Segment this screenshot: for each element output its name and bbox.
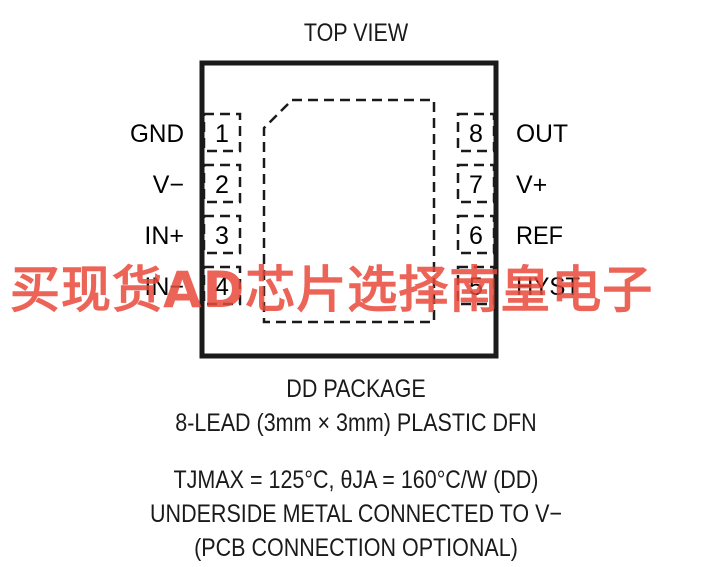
pin-name-4: IN− (144, 273, 184, 301)
pin-number-5: 5 (469, 273, 483, 301)
pin-pad-2 (202, 163, 242, 204)
pin-name-2: V− (153, 171, 184, 199)
pin-name-6: REF (516, 222, 563, 250)
pin-number-3: 3 (215, 222, 229, 250)
pin-name-3: IN+ (144, 222, 184, 250)
pin-name-5: HYST (516, 273, 580, 301)
pin-number-8: 8 (469, 120, 483, 148)
pin-pad-4 (202, 265, 242, 306)
pin-pad-3 (202, 214, 242, 255)
pin-name-7: V+ (516, 171, 547, 199)
pin-name-1: GND (130, 120, 184, 148)
package-body (199, 60, 499, 359)
pin-pad-6 (456, 214, 496, 255)
pin-number-1: 1 (215, 120, 229, 148)
pin-pad-1 (202, 112, 242, 153)
package-description: 8-LEAD (3mm × 3mm) PLASTIC DFN (175, 409, 537, 437)
pin-number-2: 2 (215, 171, 229, 199)
pin-pad-8 (456, 112, 496, 153)
pcb-note: (PCB CONNECTION OPTIONAL) (194, 534, 518, 562)
pin-name-8: OUT (516, 120, 568, 148)
underside-note: UNDERSIDE METAL CONNECTED TO V− (150, 500, 562, 528)
package-name: DD PACKAGE (286, 375, 426, 403)
pin-number-4: 4 (215, 273, 229, 301)
pin-number-6: 6 (469, 222, 483, 250)
pin-pad-7 (456, 163, 496, 204)
pin-number-7: 7 (469, 171, 483, 199)
view-title: TOP VIEW (303, 19, 409, 47)
watermark-text: 买现货AD芯片选择南皇电子 (10, 261, 654, 319)
exposed-pad (262, 98, 436, 324)
thermal-spec: TJMAX = 125°C, θJA = 160°C/W (DD) (173, 466, 539, 494)
pin-pad-5 (456, 265, 496, 306)
